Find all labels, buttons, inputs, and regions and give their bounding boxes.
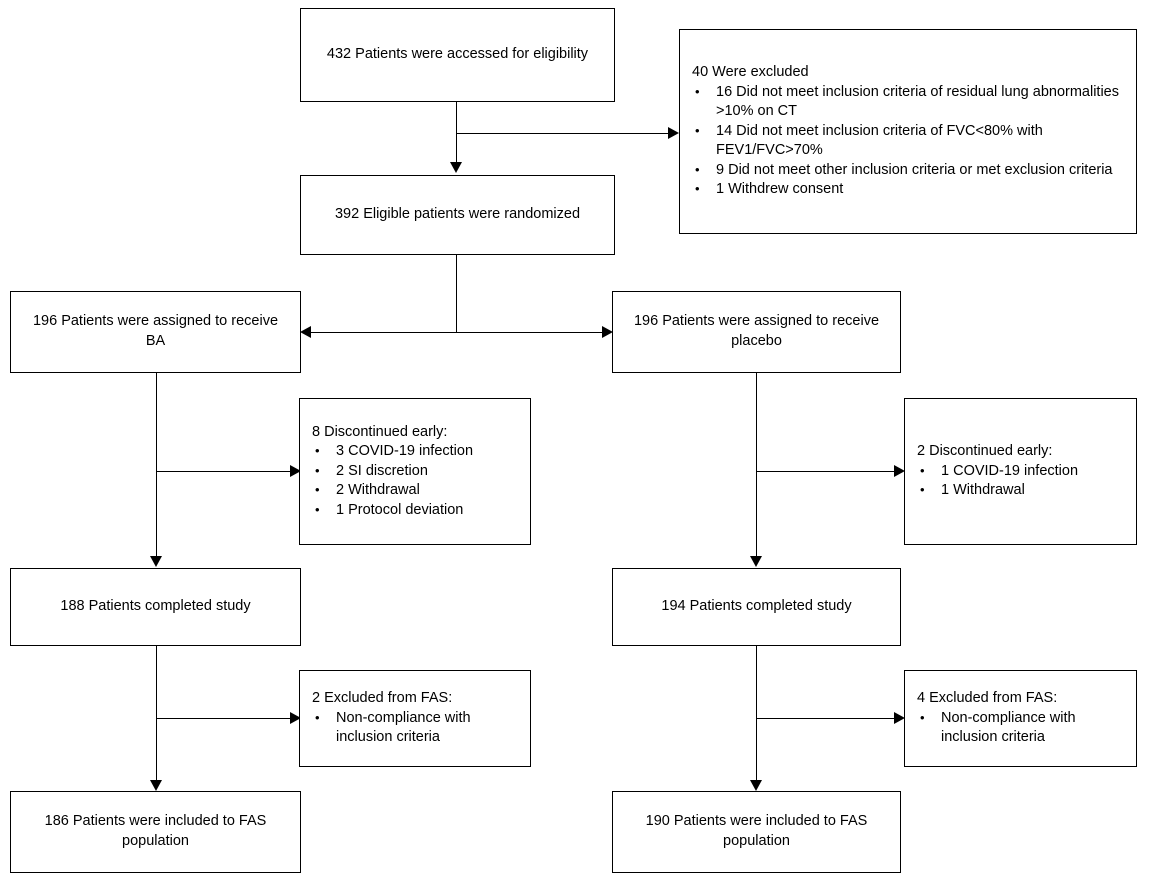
node-completed-ba-text: 188 Patients completed study — [60, 598, 251, 615]
connector-arms-horizontal — [310, 332, 602, 333]
list-item: Non-compliance with inclusion criteria — [312, 709, 520, 748]
node-assigned-ba: 196 Patients were assigned to receive BA — [10, 291, 301, 373]
node-excluded-fas-ba-bullets: Non-compliance with inclusion criteria — [300, 709, 530, 748]
node-discontinued-placebo-bullets: 1 COVID-19 infection 1 Withdrawal — [905, 462, 1136, 501]
node-discontinued-ba-head: 8 Discontinued early: — [312, 423, 448, 440]
list-item: 2 SI discretion — [312, 462, 520, 482]
connector-ba-trunk-2 — [156, 646, 157, 780]
list-item: 16 Did not meet inclusion criteria of re… — [692, 83, 1126, 122]
arrowhead-placebo-completed — [750, 556, 762, 567]
node-randomized: 392 Eligible patients were randomized — [300, 175, 615, 255]
node-randomized-text: 392 Eligible patients were randomized — [334, 206, 581, 223]
list-item: Non-compliance with inclusion criteria — [917, 709, 1126, 748]
list-item: 1 Withdrawal — [917, 481, 1126, 501]
node-discontinued-placebo: 2 Discontinued early: 1 COVID-19 infecti… — [904, 398, 1137, 545]
arrowhead-ba-discontinued — [290, 465, 301, 477]
connector-placebo-trunk-2 — [756, 646, 757, 780]
node-completed-ba: 188 Patients completed study — [10, 568, 301, 646]
list-item: 3 COVID-19 infection — [312, 442, 520, 462]
list-item: 9 Did not meet other inclusion criteria … — [692, 161, 1126, 181]
node-discontinued-ba: 8 Discontinued early: 3 COVID-19 infecti… — [299, 398, 531, 545]
arrowhead-placebo-fas — [750, 780, 762, 791]
node-fas-ba: 186 Patients were included to FAS popula… — [10, 791, 301, 873]
node-excluded-fas-ba-head: 2 Excluded from FAS: — [312, 690, 453, 707]
node-excluded-fas-ba: 2 Excluded from FAS: Non-compliance with… — [299, 670, 531, 767]
node-screened: 432 Patients were accessed for eligibili… — [300, 8, 615, 102]
list-item: 1 Protocol deviation — [312, 501, 520, 521]
node-excluded-fas-placebo-head: 4 Excluded from FAS: — [917, 690, 1058, 707]
connector-ba-to-discontinued — [156, 471, 290, 472]
connector-placebo-trunk-1 — [756, 373, 757, 556]
connector-randomized-trunk — [456, 255, 457, 333]
list-item: 2 Withdrawal — [312, 481, 520, 501]
arrowhead-placebo-excluded-fas — [894, 712, 905, 724]
connector-ba-to-excluded-fas — [156, 718, 290, 719]
node-completed-placebo-text: 194 Patients completed study — [661, 598, 852, 615]
arrowhead-ba-fas — [150, 780, 162, 791]
node-completed-placebo: 194 Patients completed study — [612, 568, 901, 646]
arrowhead-ba-excluded-fas — [290, 712, 301, 724]
arrowhead-to-ba-arm — [300, 326, 311, 338]
connector-placebo-to-excluded-fas — [756, 718, 894, 719]
connector-screened-trunk — [456, 102, 457, 162]
node-excluded-head: 40 Were excluded — [692, 64, 809, 81]
node-discontinued-ba-bullets: 3 COVID-19 infection 2 SI discretion 2 W… — [300, 442, 530, 520]
arrowhead-placebo-discontinued — [894, 465, 905, 477]
connector-placebo-to-discontinued — [756, 471, 894, 472]
node-discontinued-placebo-head: 2 Discontinued early: — [917, 443, 1053, 460]
list-item: 1 COVID-19 infection — [917, 462, 1126, 482]
node-fas-placebo-text: 190 Patients were included to FAS popula… — [645, 813, 868, 849]
connector-ba-trunk-1 — [156, 373, 157, 556]
arrowhead-ba-completed — [150, 556, 162, 567]
node-assigned-placebo-text: 196 Patients were assigned to receive pl… — [633, 313, 880, 349]
list-item: 1 Withdrew consent — [692, 180, 1126, 200]
node-assigned-ba-text: 196 Patients were assigned to receive BA — [32, 313, 279, 349]
node-screened-text: 432 Patients were accessed for eligibili… — [326, 46, 589, 63]
connector-screened-to-excluded — [456, 133, 668, 134]
arrowhead-to-excluded — [668, 127, 679, 139]
node-assigned-placebo: 196 Patients were assigned to receive pl… — [612, 291, 901, 373]
node-excluded-fas-placebo-bullets: Non-compliance with inclusion criteria — [905, 709, 1136, 748]
node-fas-ba-text: 186 Patients were included to FAS popula… — [44, 813, 267, 849]
node-fas-placebo: 190 Patients were included to FAS popula… — [612, 791, 901, 873]
list-item: 14 Did not meet inclusion criteria of FV… — [692, 122, 1126, 161]
arrowhead-to-randomized — [450, 162, 462, 173]
node-excluded-fas-placebo: 4 Excluded from FAS: Non-compliance with… — [904, 670, 1137, 767]
node-excluded: 40 Were excluded 16 Did not meet inclusi… — [679, 29, 1137, 234]
node-excluded-bullets: 16 Did not meet inclusion criteria of re… — [680, 83, 1136, 200]
arrowhead-to-placebo-arm — [602, 326, 613, 338]
